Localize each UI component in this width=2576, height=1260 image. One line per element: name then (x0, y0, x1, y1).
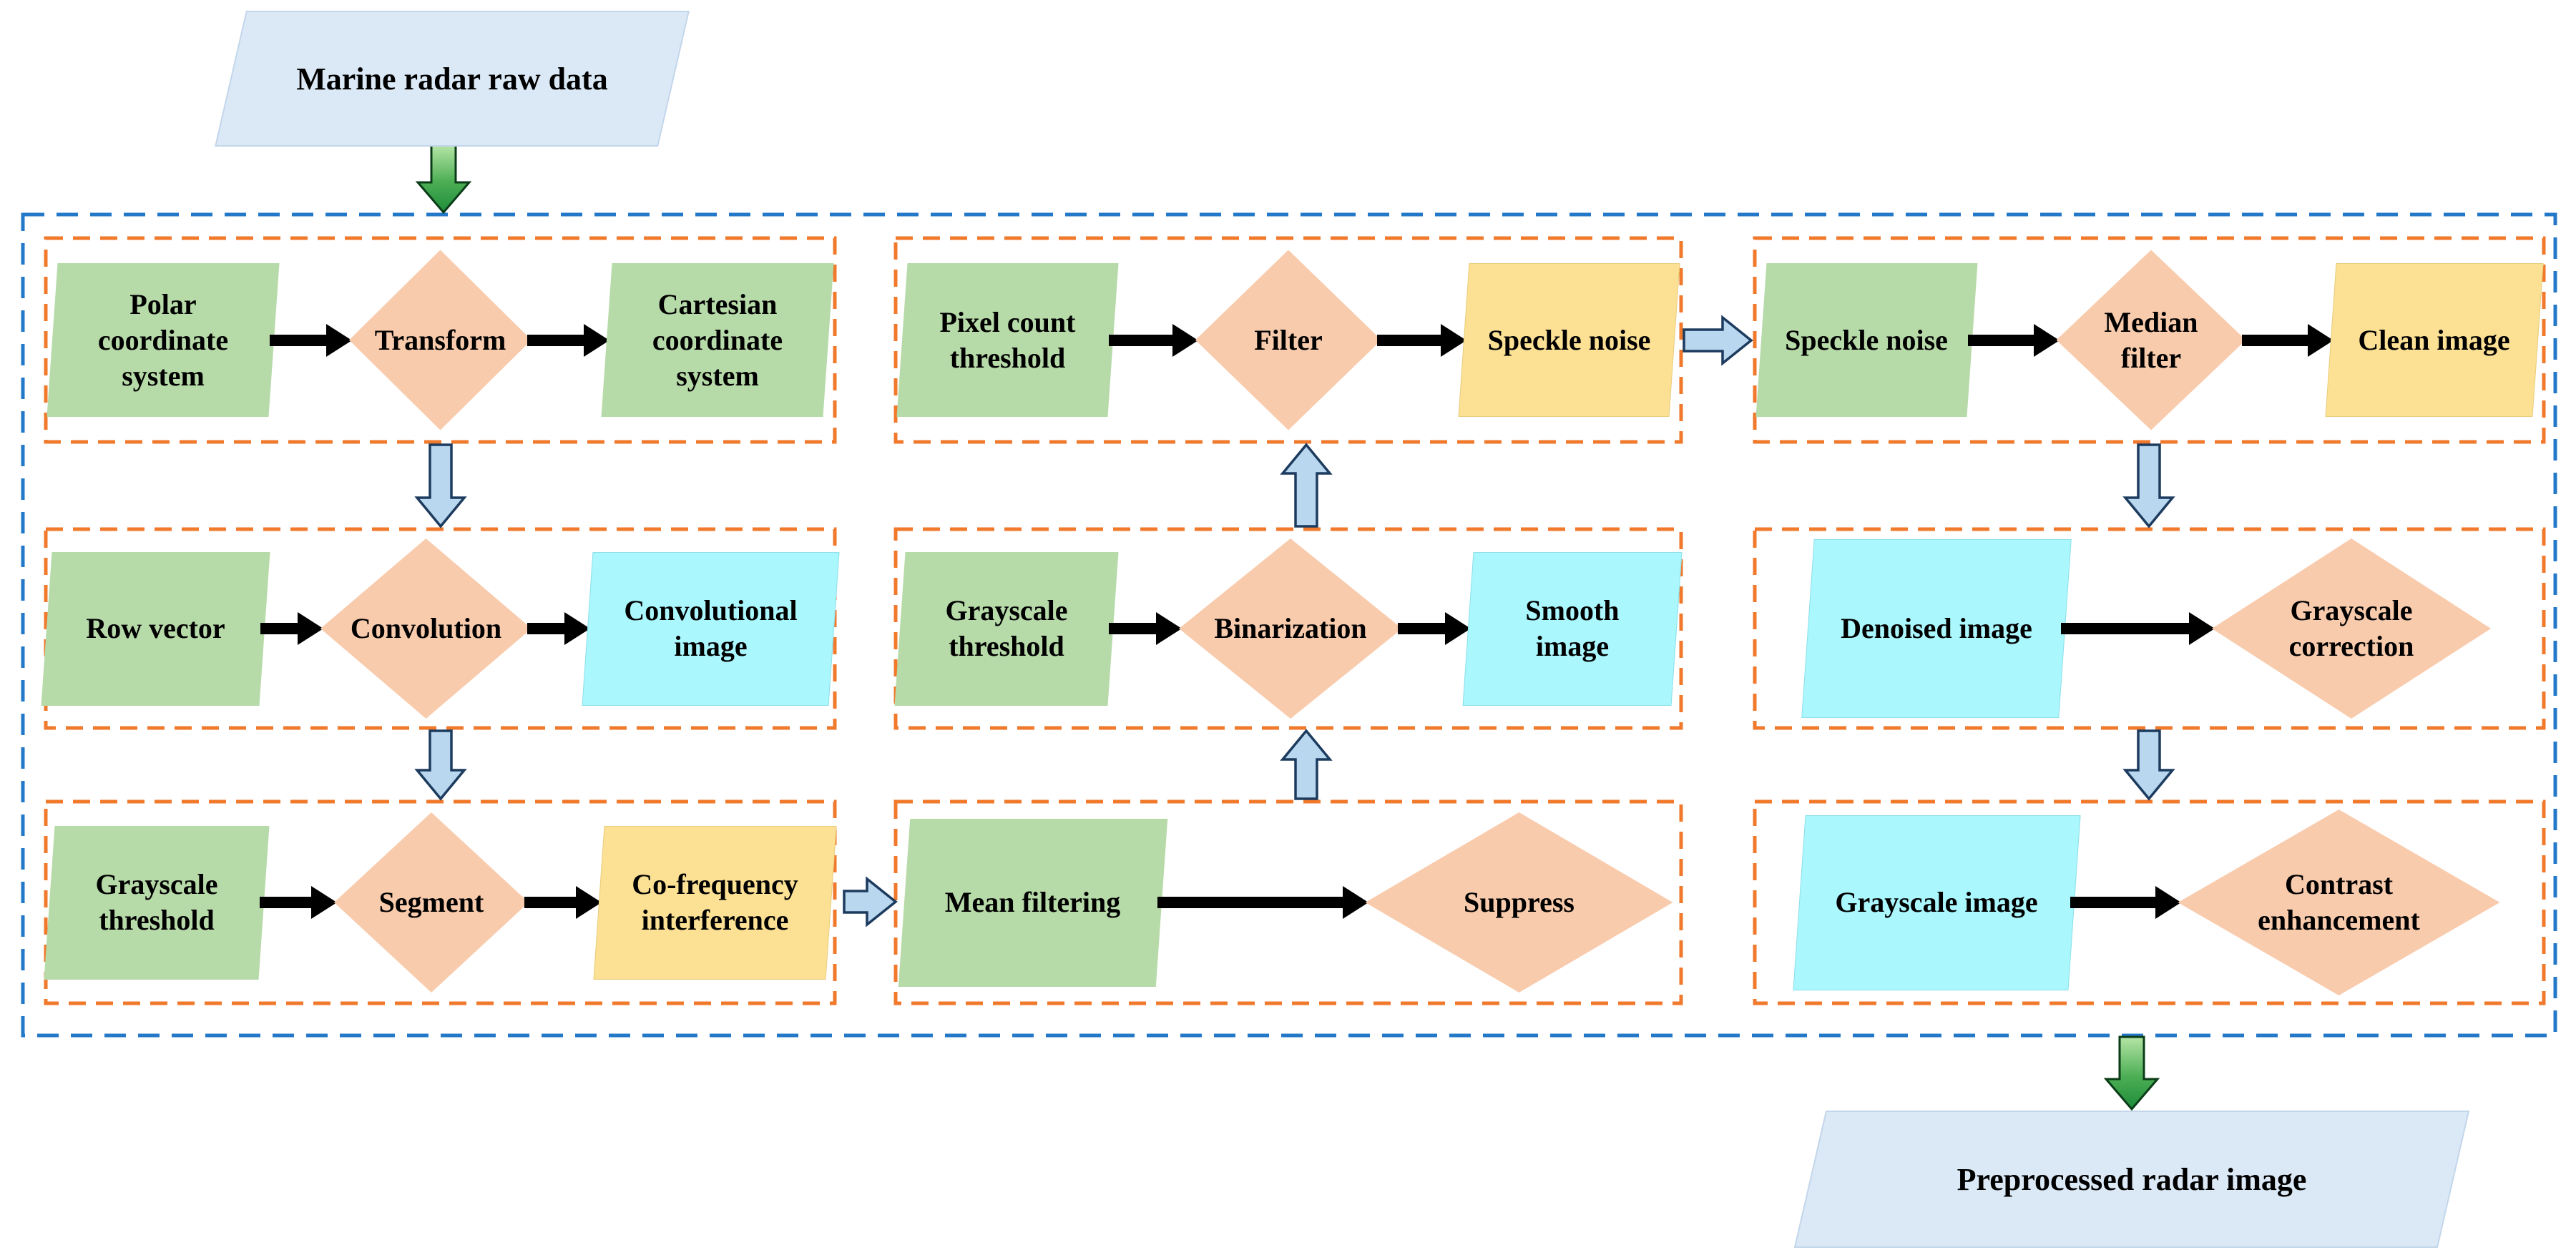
group-border-1 (44, 236, 837, 444)
shape-row-vector: Row vector (46, 552, 265, 706)
group-coordinate-transform: Polar coordinate system Transform Cartes… (46, 238, 835, 442)
group-segment: Grayscale threshold Segment Co-frequency… (46, 802, 835, 1003)
black-arrow-icon (2061, 611, 2215, 646)
process-transform: Transform (349, 250, 532, 430)
end-terminal: Preprocessed radar image (1810, 1111, 2454, 1248)
group-border-6 (1753, 527, 2546, 730)
shape-pixel-count-threshold: Pixel count threshold (902, 263, 1113, 417)
group-convolution: Row vector Convolution Convolutional ima… (46, 529, 835, 728)
black-arrow-icon (1157, 885, 1368, 920)
group-binarization: Grayscale threshold Binarization Smooth … (896, 529, 1681, 728)
blue-right-arrow-icon (1683, 315, 1753, 366)
black-arrow-icon (1109, 611, 1182, 646)
process-grayscale-correction: Grayscale correction (2212, 538, 2491, 719)
process-convolution: Convolution (320, 538, 532, 719)
black-arrow-icon (1109, 323, 1198, 358)
green-down-arrow-icon (2103, 1035, 2160, 1111)
group-grayscale-correction: Denoised image Grayscale correction (1755, 529, 2544, 728)
shape-grayscale-image: Grayscale image (1799, 815, 2075, 990)
group-border-9 (1753, 799, 2546, 1005)
black-arrow-icon (527, 611, 590, 646)
start-terminal: Marine radar raw data (230, 11, 674, 147)
shape-smooth-image: Smooth image (1468, 552, 1677, 706)
blue-down-arrow-icon (414, 729, 467, 801)
blue-down-arrow-icon (2122, 729, 2175, 801)
shape-co-frequency-interference: Co-frequency interference (599, 826, 831, 980)
black-arrow-icon (524, 885, 602, 920)
black-arrow-icon (260, 885, 337, 920)
shape-grayscale-threshold-2: Grayscale threshold (49, 826, 264, 980)
process-suppress: Suppress (1366, 812, 1673, 993)
group-border-7 (44, 799, 837, 1005)
blue-down-arrow-icon (414, 443, 467, 528)
black-arrow-icon (260, 611, 323, 646)
blue-up-arrow-icon (1280, 443, 1333, 528)
black-arrow-icon (1967, 323, 2060, 358)
group-pixel-filter: Pixel count threshold Filter Speckle noi… (896, 238, 1681, 442)
outer-dashed-frame (21, 212, 2557, 1038)
green-down-arrow-icon (415, 144, 472, 215)
shape-speckle-noise-in: Speckle noise (1761, 263, 1972, 417)
blue-right-arrow-icon (843, 876, 898, 927)
process-segment: Segment (334, 812, 529, 993)
blue-down-arrow-icon (2122, 443, 2175, 528)
group-border-2 (893, 236, 1683, 444)
black-arrow-icon (2241, 323, 2333, 358)
start-terminal-label: Marine radar raw data (296, 61, 608, 97)
group-border-5 (893, 527, 1683, 730)
black-arrow-icon (527, 323, 609, 358)
group-median-filter: Speckle noise Median filter Clean image (1755, 238, 2544, 442)
black-arrow-icon (1377, 323, 1466, 358)
black-arrow-icon (270, 323, 352, 358)
black-arrow-icon (1398, 611, 1471, 646)
black-arrow-icon (2070, 885, 2181, 920)
end-terminal-label: Preprocessed radar image (1957, 1161, 2307, 1197)
shape-clean-image: Clean image (2331, 263, 2538, 417)
group-contrast-enhancement: Grayscale image Contrast enhancement (1755, 802, 2544, 1003)
group-border-3 (1753, 236, 2546, 444)
process-median-filter: Median filter (2057, 250, 2246, 430)
shape-speckle-noise-out: Speckle noise (1464, 263, 1675, 417)
shape-polar-coordinate-system: Polar coordinate system (52, 263, 274, 417)
blue-up-arrow-icon (1280, 729, 1333, 800)
shape-grayscale-threshold: Grayscale threshold (900, 552, 1113, 706)
group-border-8 (893, 799, 1683, 1005)
shape-mean-filtering: Mean filtering (904, 819, 1162, 987)
process-binarization: Binarization (1179, 538, 1402, 719)
shape-convolutional-image: Convolutional image (587, 552, 834, 706)
process-contrast-enhancement: Contrast enhancement (2178, 809, 2500, 995)
process-filter: Filter (1195, 250, 1381, 430)
group-suppress: Mean filtering Suppress (896, 802, 1681, 1003)
shape-denoised-image: Denoised image (1808, 539, 2065, 718)
shape-cartesian-coordinate-system: Cartesian coordinate system (607, 263, 828, 417)
